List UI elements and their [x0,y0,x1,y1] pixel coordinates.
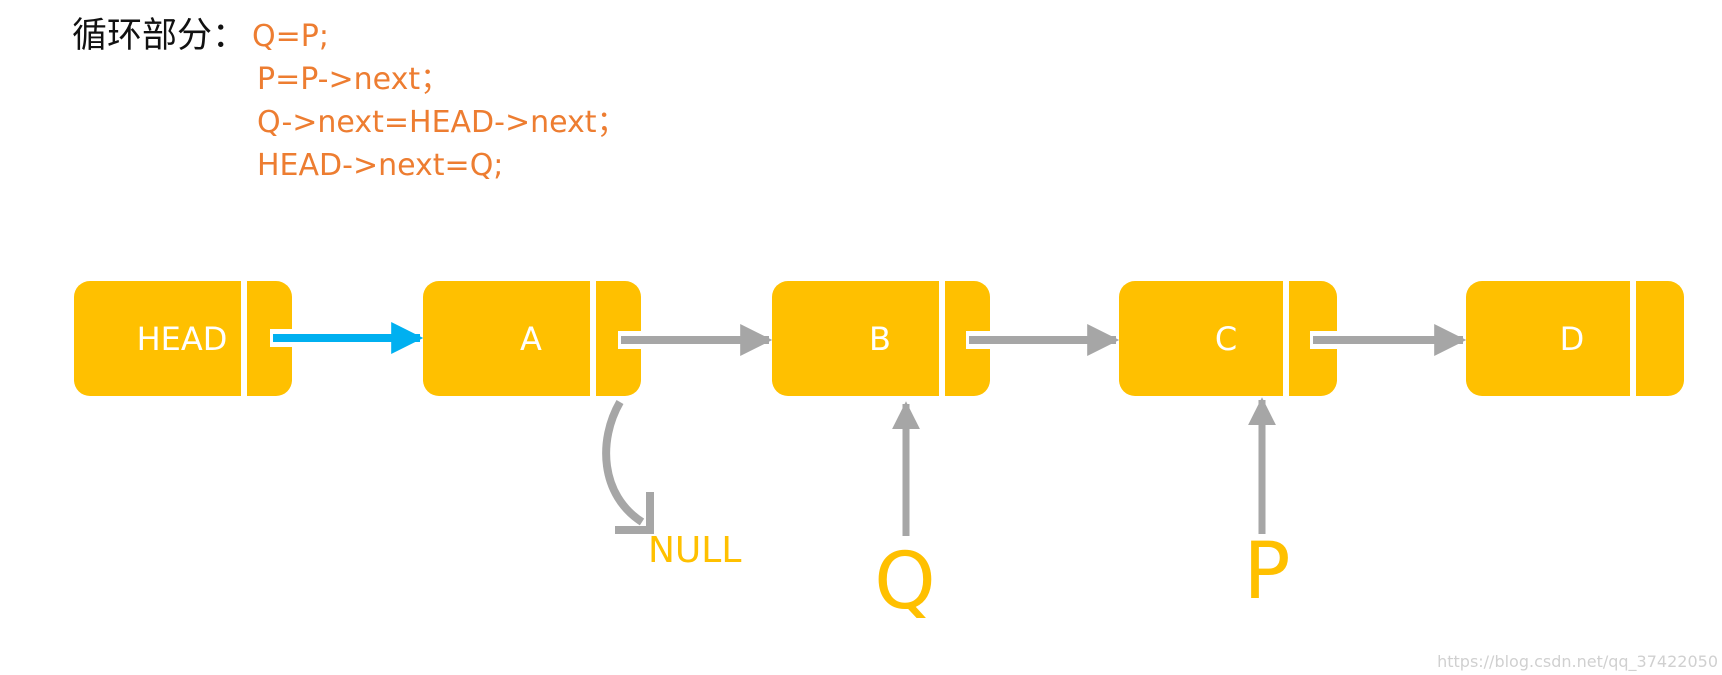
node-d-divider [1630,281,1636,396]
code-line-1: Q=P; [252,19,329,54]
code-line-2: P=P->next； [257,62,451,97]
node-b: B [772,281,990,396]
node-a: A [423,281,641,396]
link-head-to-a [270,322,424,354]
node-d-box [1466,281,1684,396]
code-line-4: HEAD->next=Q; [257,148,504,183]
node-c-box [1119,281,1337,396]
caption-label: 循环部分： [72,16,248,56]
node-head-divider [241,281,247,396]
link-a-to-null-head [615,492,654,534]
node-head-label: HEAD [137,320,228,358]
node-b-label: B [869,320,891,358]
node-c: C [1119,281,1337,396]
node-d: D [1466,281,1684,396]
node-c-divider [1283,281,1289,396]
node-b-divider [939,281,945,396]
node-a-divider [590,281,596,396]
watermark: https://blog.csdn.net/qq_37422050 [1437,652,1718,671]
link-a-to-b [618,324,773,356]
link-a-to-null-curve [602,399,645,526]
node-a-box [423,281,641,396]
node-head: HEAD [74,281,292,396]
pointer-p-label: P [1243,527,1290,617]
node-b-box [772,281,990,396]
null-label: NULL [648,530,741,571]
link-b-to-c [966,324,1120,356]
link-c-to-d [1310,324,1467,356]
node-c-label: C [1215,320,1237,358]
code-line-3: Q->next=HEAD->next； [257,105,627,140]
pointer-q-label: Q [874,537,935,627]
node-a-label: A [520,320,542,358]
node-d-label: D [1560,320,1585,358]
node-head-box [74,281,292,396]
